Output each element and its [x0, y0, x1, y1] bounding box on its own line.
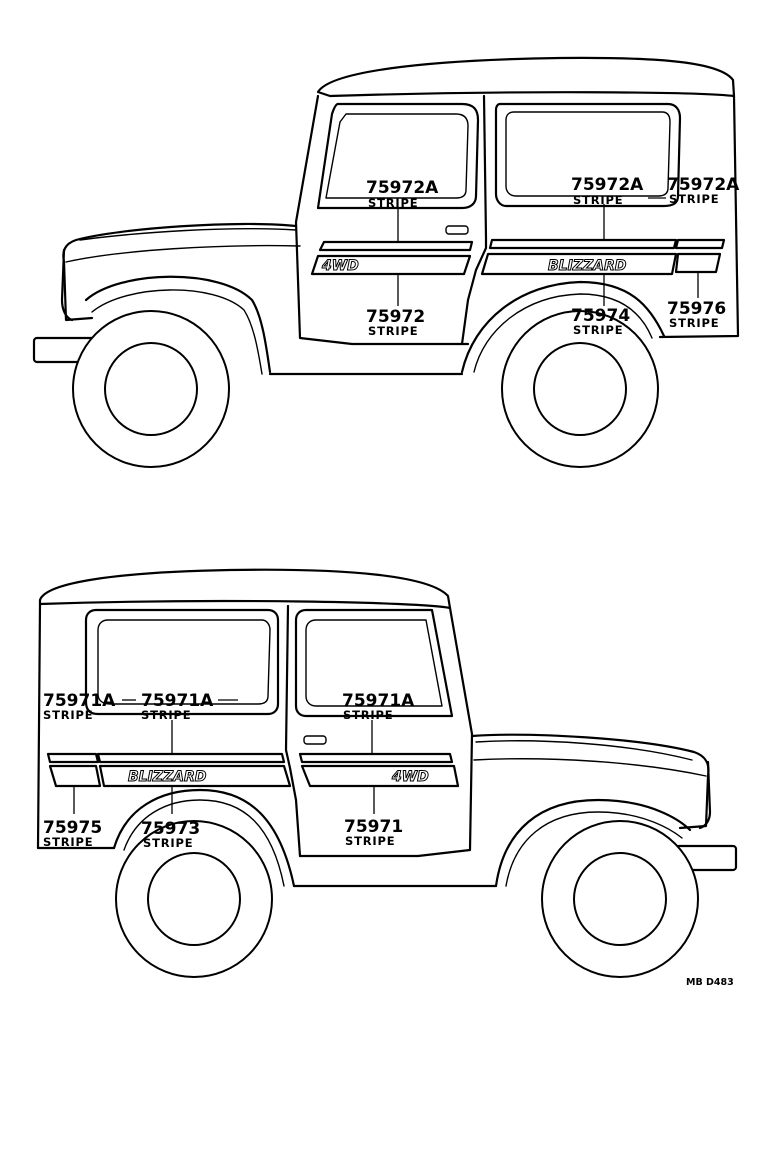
diagram-code: MB D483	[686, 977, 734, 988]
bottom-callout-part: 75973	[141, 819, 200, 839]
bottom-rear-rim	[147, 852, 241, 946]
top-callout-name: STRIPE	[669, 316, 719, 330]
top-callout-name: STRIPE	[669, 192, 719, 206]
bottom-front-fender	[494, 798, 692, 888]
bottom-grille	[698, 760, 712, 830]
bottom-callout-name: STRIPE	[43, 708, 93, 722]
top-callout-name: STRIPE	[368, 196, 418, 210]
top-rear-rim	[533, 342, 627, 436]
top-roof	[316, 56, 736, 98]
top-door-decal: 4WD	[321, 258, 359, 274]
top-body-outline	[294, 94, 740, 346]
bottom-rear-end-stripe-upper	[46, 752, 100, 764]
top-door-edge	[460, 94, 488, 346]
bottom-door-stripe-upper	[298, 752, 454, 764]
top-callout-part: 75972A	[667, 175, 740, 195]
top-rear-stripe-lower	[480, 252, 678, 276]
top-callout-part: 75972A	[571, 175, 644, 195]
top-callout-part: 75974	[571, 306, 630, 326]
bottom-callout-part: 75971A	[342, 691, 415, 711]
top-rear-end-stripe-lower	[674, 252, 722, 274]
bottom-callout-name: STRIPE	[141, 708, 191, 722]
bottom-callout-name: STRIPE	[143, 836, 193, 850]
top-callout-name: STRIPE	[573, 323, 623, 337]
bottom-rear-window	[84, 608, 280, 716]
bottom-rear-stripe-lower	[98, 764, 292, 788]
top-door-handle	[445, 225, 469, 235]
top-rear-decal: BLIZZARD	[548, 258, 626, 274]
bottom-callout-part: 75971A	[43, 691, 116, 711]
top-callout-part: 75976	[667, 299, 726, 319]
bottom-door-handle	[303, 735, 327, 745]
bottom-callout-name: STRIPE	[43, 835, 93, 849]
top-rear-window	[494, 102, 682, 208]
bottom-callout-part: 75971	[344, 817, 403, 837]
top-rear-end-stripe-upper	[674, 238, 726, 250]
top-front-window	[316, 102, 480, 210]
bottom-front-rim	[573, 852, 667, 946]
bottom-callout-name: STRIPE	[345, 834, 395, 848]
bottom-front-window	[294, 608, 454, 718]
bottom-rear-fender	[112, 788, 296, 888]
top-grille	[60, 248, 74, 322]
bottom-callout-name: STRIPE	[343, 708, 393, 722]
bottom-rear-decal: BLIZZARD	[128, 769, 206, 785]
top-callout-part: 75972A	[366, 178, 439, 198]
top-door-stripe-upper	[318, 240, 474, 252]
bottom-callout-part: 75971A	[141, 691, 214, 711]
bottom-hood	[470, 733, 710, 830]
top-rear-fender	[460, 280, 666, 374]
bottom-roof	[38, 568, 452, 610]
top-vehicle: 4WD BLIZZARD 75972A STRIPE 75972A STRIPE…	[32, 56, 740, 468]
bottom-callout-part: 75975	[43, 818, 102, 838]
top-front-rim	[104, 342, 198, 436]
bottom-vehicle: BLIZZARD 4WD 75971A STRIPE 75971A STRIPE…	[36, 568, 738, 978]
top-front-fender	[84, 275, 272, 374]
top-callout-name: STRIPE	[573, 193, 623, 207]
bottom-body-outline	[36, 602, 474, 858]
top-rear-stripe-upper	[488, 238, 678, 250]
top-callout-name: STRIPE	[368, 324, 418, 338]
top-door-stripe-lower	[310, 254, 472, 276]
bottom-rear-stripe-upper	[96, 752, 286, 764]
bottom-door-stripe-lower	[300, 764, 460, 788]
bottom-rear-end-stripe-lower	[48, 764, 102, 788]
bottom-door-edge	[284, 604, 302, 858]
top-callout-part: 75972	[366, 307, 425, 327]
bottom-door-decal: 4WD	[391, 769, 429, 785]
